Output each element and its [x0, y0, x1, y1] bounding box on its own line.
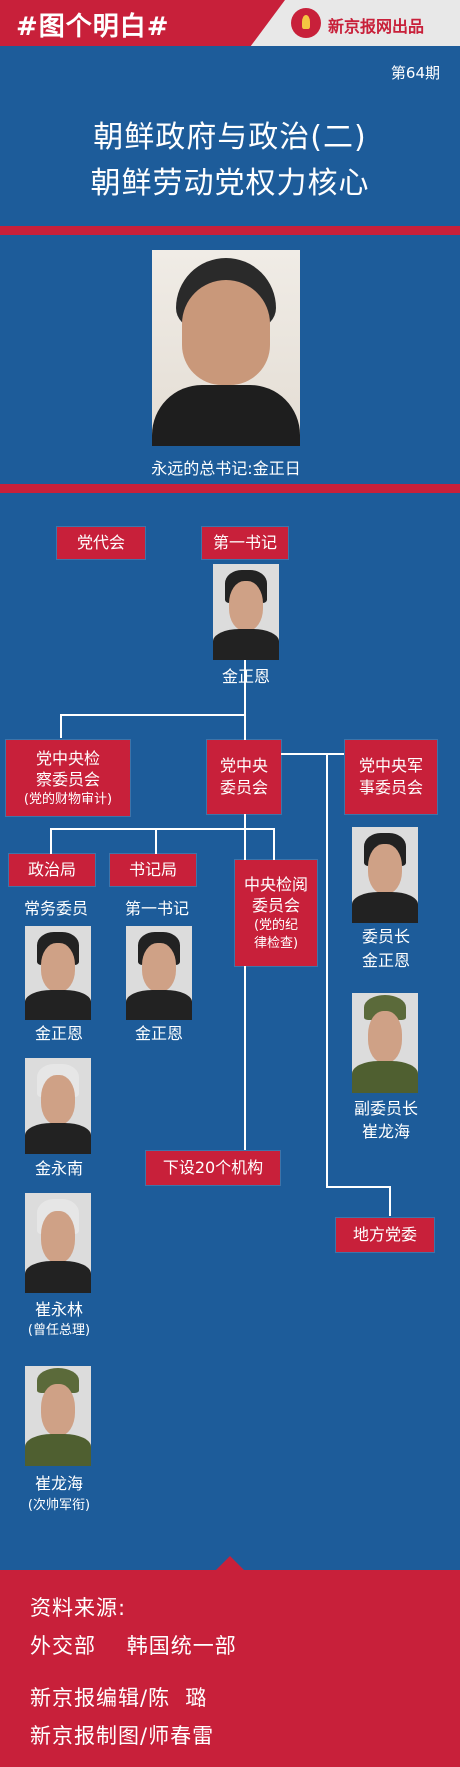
sources: 外交部 韩国统一部 [30, 1634, 237, 1658]
banner-red-tab [0, 0, 285, 46]
connector [326, 753, 328, 1187]
footer: 资料来源: 外交部 韩国统一部 新京报编辑/陈 璐 新京报制图/师春雷 [0, 1556, 460, 1767]
connector [155, 828, 157, 854]
connector [389, 1186, 391, 1216]
kim-jong-il-portrait [152, 250, 300, 446]
politburo-member-name: 金永南 [34, 1159, 83, 1178]
connector [50, 828, 52, 854]
connector [60, 714, 246, 716]
mil-chair-name: 金正恩 [361, 951, 410, 970]
military-commission-box: 党中央军 事委员会 [345, 740, 437, 814]
mil-chair-title: 委员长 [361, 927, 410, 946]
secretariat-member-name: 金正恩 [134, 1024, 183, 1043]
choe-ryong-hae-photo [25, 1366, 91, 1466]
politburo-member-name: 崔龙海 [34, 1474, 83, 1493]
connector [244, 660, 246, 716]
choe-ryong-hae-photo [352, 993, 418, 1093]
inspection-commission-box: 中央检阅 委员会 (党的纪 律检查) [235, 860, 317, 966]
secretariat-first-label: 第一书记 [124, 899, 189, 918]
party-congress-box: 党代会 [57, 527, 145, 559]
divider-mid [0, 484, 460, 493]
kim-jong-un-photo [213, 564, 279, 660]
mil-vice-name: 崔龙海 [361, 1122, 410, 1141]
brand-name: 新京报网出品 [328, 17, 425, 36]
page-title-line2: 朝鲜劳动党权力核心 [90, 166, 370, 201]
source-label: 资料来源: [30, 1596, 127, 1620]
mil-vice-title: 副委员长 [353, 1099, 418, 1118]
brand-logo-icon [291, 8, 321, 38]
connector [244, 812, 246, 1150]
central-committee-box: 党中央 委员会 [207, 740, 281, 814]
standing-member-label: 常务委员 [23, 899, 88, 918]
first-secretary-box: 第一书记 [202, 527, 288, 559]
kim-jong-un-photo [352, 827, 418, 923]
divider-top [0, 226, 460, 235]
connector [50, 828, 275, 830]
connector [273, 828, 275, 862]
politburo-member-name: 金正恩 [34, 1024, 83, 1043]
choe-yong-rim-photo [25, 1193, 91, 1293]
audit-commission-box: 党中央检 察委员会 (党的财物审计) [6, 740, 130, 816]
politburo-member-note: (次帅军衔) [27, 1498, 91, 1513]
politburo-member-name: 崔永林 [34, 1300, 83, 1319]
issue-number: 第64期 [390, 64, 440, 82]
portrait-caption: 永远的总书记:金正日 [151, 459, 301, 478]
top-banner: #图个明白# 新京报网出品 [0, 0, 460, 46]
page-title-line1: 朝鲜政府与政治(二) [93, 120, 367, 155]
hashtag-title: #图个明白# [16, 12, 170, 42]
politburo-box: 政治局 [9, 854, 95, 886]
local-committee-box: 地方党委 [336, 1218, 434, 1252]
kim-jong-un-photo [25, 926, 91, 1020]
connector [60, 714, 62, 738]
secretariat-box: 书记局 [110, 854, 196, 886]
kim-jong-un-photo [126, 926, 192, 1020]
sub-orgs-box: 下设20个机构 [146, 1151, 280, 1185]
designer-credit: 新京报制图/师春雷 [30, 1724, 215, 1748]
connector [280, 753, 344, 755]
kim-yong-nam-photo [25, 1058, 91, 1154]
first-secretary-name: 金正恩 [221, 667, 270, 686]
editor-credit: 新京报编辑/陈 璐 [30, 1686, 208, 1710]
connector [326, 1186, 390, 1188]
connector [244, 714, 246, 740]
politburo-member-note: (曾任总理) [27, 1323, 91, 1338]
